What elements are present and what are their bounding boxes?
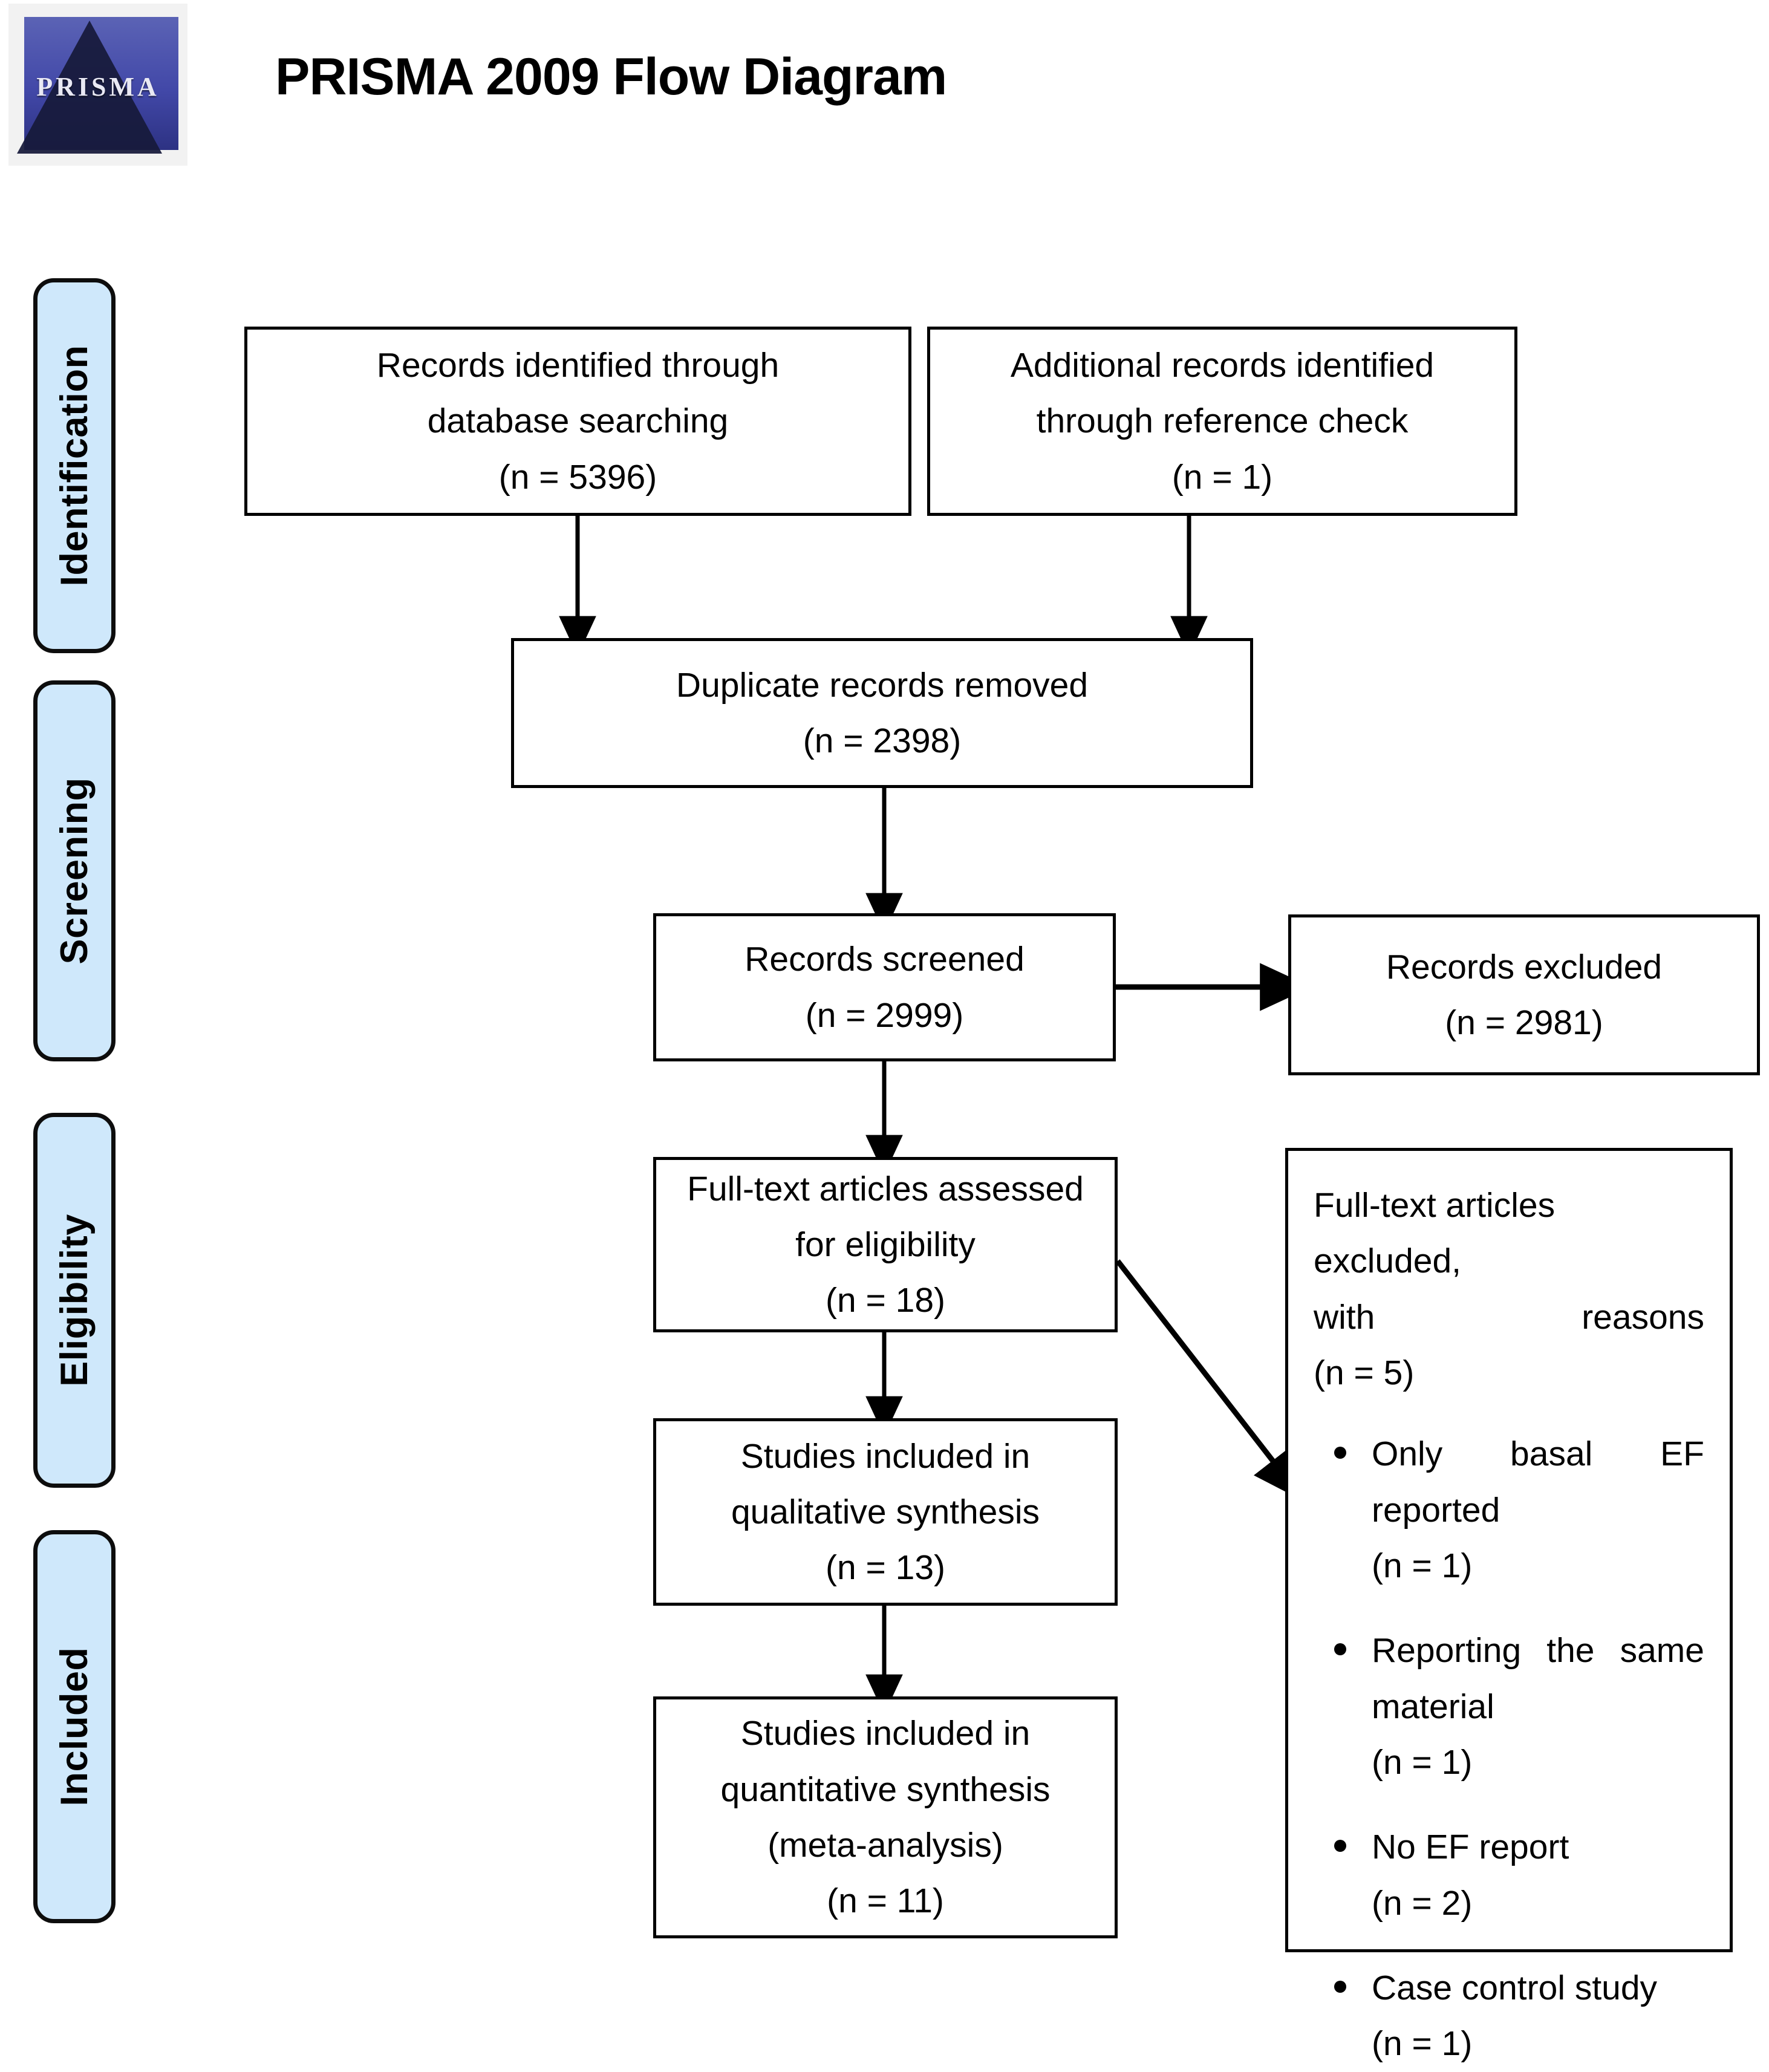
box-line-2: qualitative synthesis (731, 1492, 1040, 1531)
reason-count: (n = 1) (1372, 1742, 1473, 1782)
box-line-1: Records screened (744, 940, 1025, 979)
prisma-flow-diagram: PRISMA PRISMA 2009 Flow Diagram Identifi… (8, 4, 1760, 2064)
bullet-icon (1334, 1980, 1346, 1993)
box-count: (n = 13) (825, 1548, 946, 1588)
box-line-1: Duplicate records removed (676, 665, 1089, 705)
stage-label-eligibility: Eligibility (53, 1214, 96, 1387)
list-item: No EF report (n = 2) (1334, 1819, 1704, 1931)
list-item: Case control study (n = 1) (1334, 1960, 1704, 2072)
box-records-identified-database: Records identified through database sear… (244, 327, 911, 516)
reason-text: Reporting the same material (1372, 1631, 1704, 1726)
stage-pill-eligibility: Eligibility (33, 1113, 116, 1488)
exclusion-reason-list: Only basal EF reported (n = 1) Reporting… (1314, 1426, 1704, 2071)
box-line-2: through reference check (1036, 402, 1409, 441)
reason-count: (n = 1) (1372, 1546, 1473, 1585)
reason-count: (n = 1) (1372, 2024, 1473, 2064)
exclusion-header-line-2: with reasons (1314, 1297, 1704, 1337)
box-line-3: (meta-analysis) (767, 1826, 1003, 1865)
page-title: PRISMA 2009 Flow Diagram (275, 48, 947, 106)
box-fulltext-assessed: Full-text articles assessed for eligibil… (653, 1157, 1118, 1332)
box-records-screened: Records screened (n = 2999) (653, 913, 1116, 1061)
box-qualitative-synthesis: Studies included in qualitative synthesi… (653, 1418, 1118, 1606)
box-line-1: Full-text articles assessed (687, 1169, 1084, 1208)
reason-text: Case control study (1372, 1968, 1658, 2007)
box-quantitative-synthesis: Studies included in quantitative synthes… (653, 1696, 1118, 1938)
box-count: (n = 18) (825, 1281, 946, 1320)
box-duplicate-records-removed: Duplicate records removed (n = 2398) (511, 638, 1253, 788)
list-item: Only basal EF reported (n = 1) (1334, 1426, 1704, 1594)
prisma-logo: PRISMA (8, 4, 187, 166)
box-count: (n = 5396) (498, 457, 657, 497)
box-line-1: Records excluded (1386, 947, 1663, 986)
box-line-1: Records identified through (376, 346, 780, 385)
box-count: (n = 1) (1171, 457, 1273, 497)
stage-label-included: Included (53, 1647, 96, 1806)
exclusion-header: Full-text articles excluded, with reason… (1314, 1178, 1704, 1401)
bullet-icon (1334, 1840, 1346, 1852)
stage-pill-included: Included (33, 1530, 116, 1923)
bullet-icon (1334, 1643, 1346, 1656)
box-line-2: quantitative synthesis (720, 1770, 1051, 1809)
reason-text: Only basal EF reported (1372, 1435, 1704, 1530)
stage-pill-identification: Identification (33, 278, 116, 653)
box-count: (n = 2999) (805, 995, 964, 1035)
box-count: (n = 2981) (1445, 1003, 1603, 1042)
logo-pyramid-icon (17, 21, 162, 154)
stage-label-identification: Identification (53, 345, 96, 587)
reason-text: No EF report (1372, 1828, 1569, 1867)
box-additional-records-reference: Additional records identified through re… (927, 327, 1517, 516)
bullet-icon (1334, 1447, 1346, 1459)
stage-label-screening: Screening (53, 777, 96, 965)
stage-pill-screening: Screening (33, 680, 116, 1061)
reason-count: (n = 2) (1372, 1883, 1473, 1923)
exclusion-header-count: (n = 5) (1314, 1353, 1415, 1392)
connector-fulltext-to-excluded (1115, 1259, 1305, 1502)
exclusion-header-line-1: Full-text articles excluded, (1314, 1186, 1556, 1281)
box-line-1: Additional records identified (1010, 346, 1435, 385)
box-line-2: database searching (427, 402, 729, 441)
box-count: (n = 2398) (803, 722, 962, 760)
box-records-excluded: Records excluded (n = 2981) (1288, 914, 1760, 1075)
list-item: Reporting the same material (n = 1) (1334, 1623, 1704, 1790)
box-line-1: Studies included in (740, 1436, 1031, 1476)
box-count: (n = 11) (827, 1881, 944, 1921)
logo-wordmark: PRISMA (36, 72, 160, 102)
box-line-2: for eligibility (795, 1225, 976, 1264)
box-line-1: Studies included in (740, 1714, 1031, 1753)
box-fulltext-excluded-reasons: Full-text articles excluded, with reason… (1285, 1148, 1733, 2063)
